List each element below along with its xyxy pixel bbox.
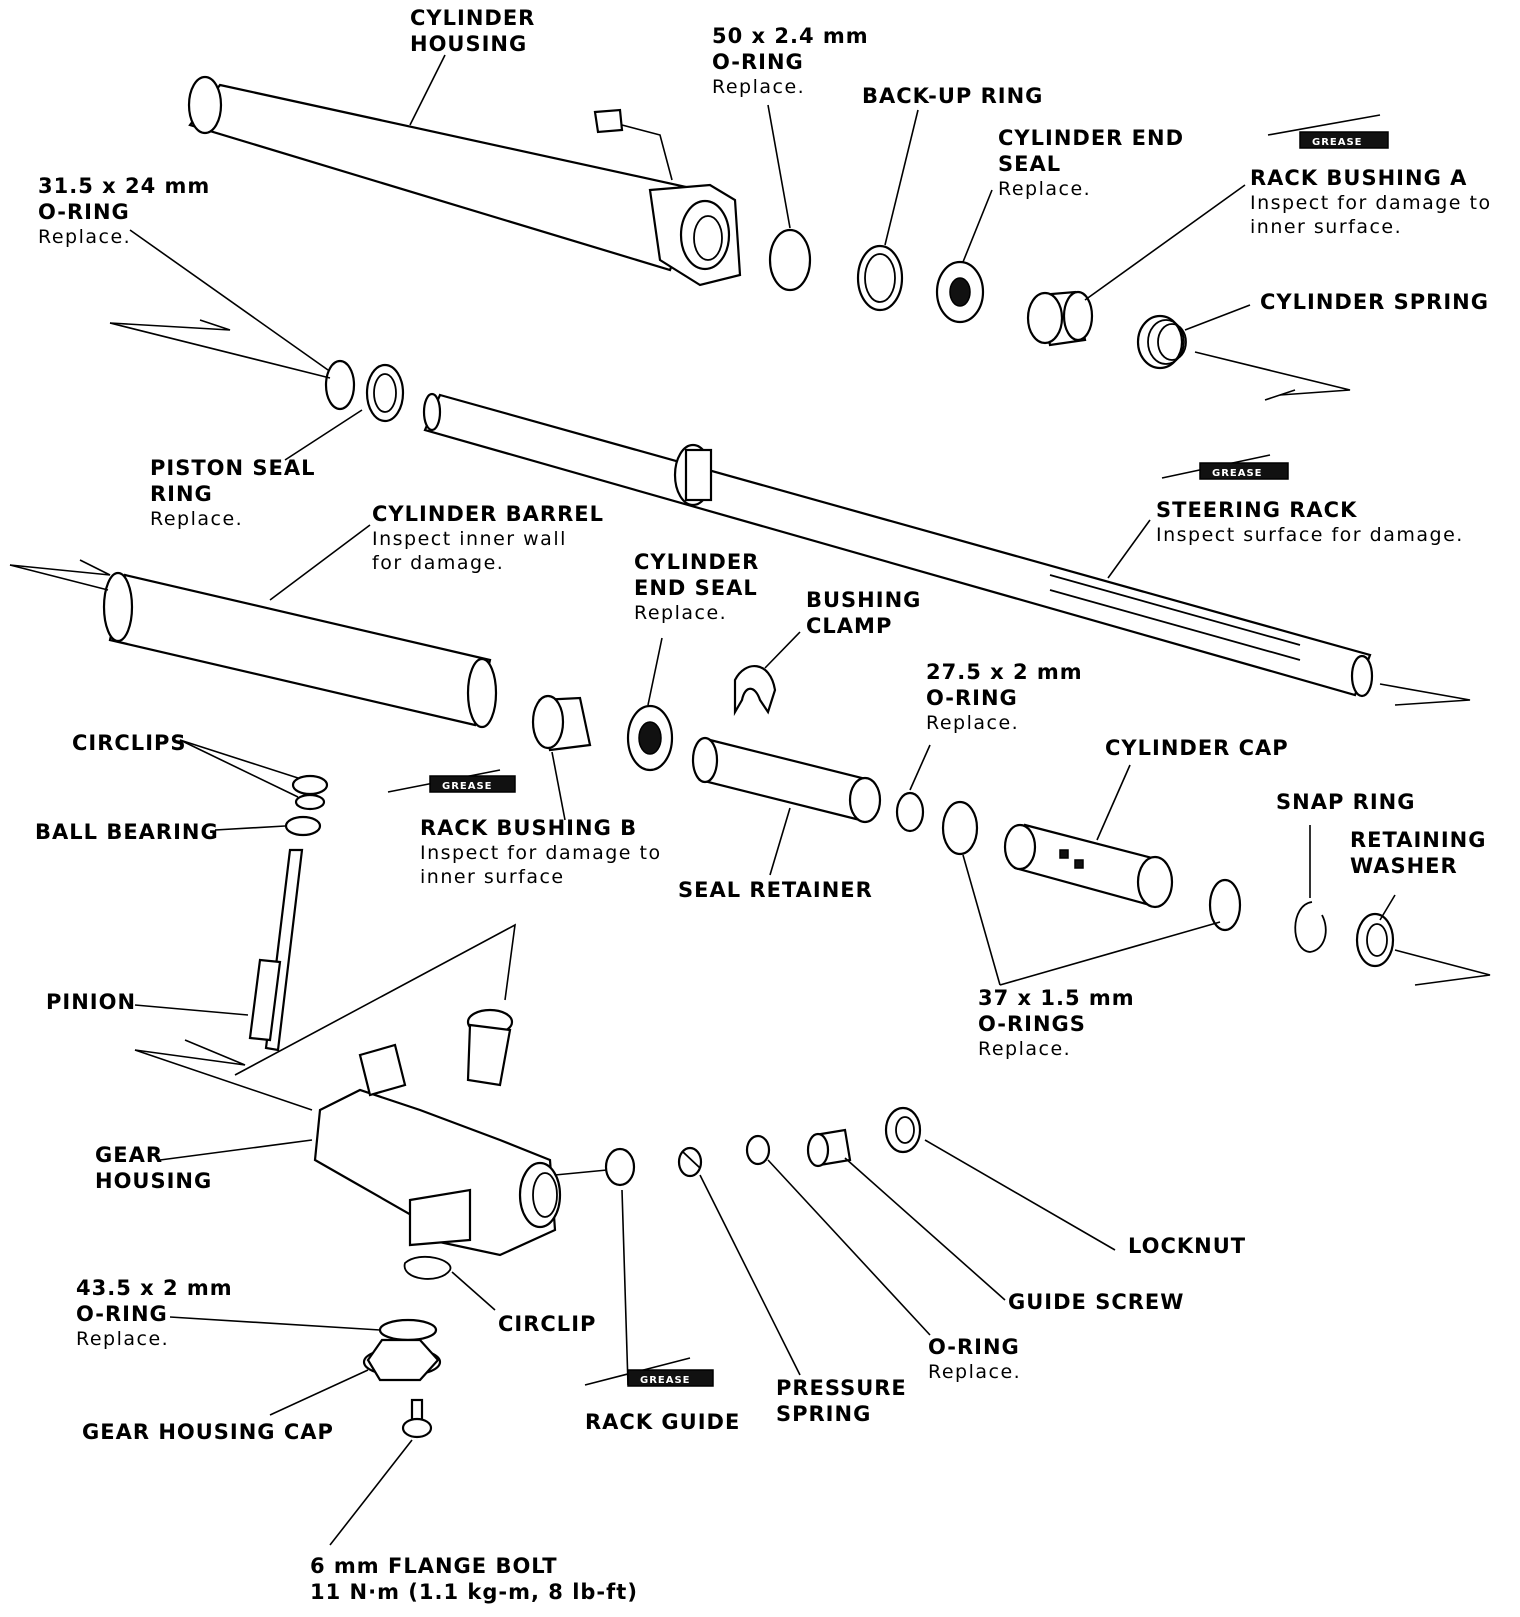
label-guide-screw: GUIDE SCREW	[1008, 1290, 1185, 1314]
oring-27-part	[895, 791, 925, 833]
cylinder-spring-part	[1136, 314, 1187, 370]
label-steering-rack: STEERING RACK Inspect surface for damage…	[1156, 498, 1464, 546]
label-oring-31: 31.5 x 24 mm O-RING Replace.	[38, 174, 211, 248]
label-oring-43: 43.5 x 2 mm O-RING Replace.	[76, 1276, 233, 1350]
ball-bearing-part	[284, 815, 322, 837]
gear-housing-cap-part	[362, 1338, 442, 1382]
circlip-b-part	[294, 793, 326, 811]
label-circlip: CIRCLIP	[498, 1312, 597, 1336]
label-gear-housing: GEAR HOUSING	[95, 1143, 213, 1193]
flange-bolt-part	[401, 1398, 433, 1439]
grease-tag-rack-guide: GREASE	[584, 1357, 714, 1387]
snap-ring-part	[1294, 901, 1327, 953]
piston-seal-ring-part	[365, 363, 405, 423]
label-cylinder-end-seal-top: CYLINDER END SEAL Replace.	[998, 126, 1184, 200]
cylinder-end-seal-top-part	[935, 260, 985, 324]
svg-text:GREASE: GREASE	[1312, 137, 1363, 148]
label-piston-seal-ring: PISTON SEAL RING Replace.	[150, 456, 316, 530]
leader-lines	[129, 54, 1396, 1546]
label-cylinder-spring: CYLINDER SPRING	[1260, 290, 1489, 314]
pinion-part	[248, 848, 304, 1052]
valve-part	[466, 1008, 514, 1087]
cylinder-end-seal-mid-part	[626, 704, 674, 772]
label-pinion: PINION	[46, 990, 137, 1014]
label-rack-guide: RACK GUIDE	[585, 1410, 741, 1434]
oring-43-part	[378, 1318, 438, 1342]
grease-tag-steering-rack: GREASE	[1161, 454, 1289, 480]
label-cylinder-cap: CYLINDER CAP	[1105, 736, 1289, 760]
oring-50-part	[768, 228, 812, 292]
locknut-part	[884, 1106, 922, 1154]
label-cylinder-barrel: CYLINDER BARREL Inspect inner wall for d…	[372, 502, 604, 574]
label-rack-bushing-b: RACK BUSHING B Inspect for damage to inn…	[420, 816, 662, 888]
label-cylinder-end-seal-mid: CYLINDER END SEAL Replace.	[634, 550, 760, 624]
label-oring-37: 37 x 1.5 mm O-RINGS Replace.	[978, 986, 1135, 1060]
seal-retainer-part	[691, 736, 882, 824]
label-circlips: CIRCLIPS	[72, 731, 187, 755]
grease-tag-rack-bushing-a: GREASE	[1267, 114, 1389, 149]
cylinder-cap-part	[1003, 823, 1174, 909]
pressure-spring-part	[677, 1146, 703, 1178]
svg-text:GREASE: GREASE	[640, 1375, 691, 1386]
bushing-clamp-part	[733, 664, 777, 717]
oring-37a-part	[941, 800, 979, 856]
retaining-washer-part	[1355, 912, 1395, 968]
label-cylinder-housing: CYLINDER HOUSING	[410, 6, 536, 56]
label-ball-bearing: BALL BEARING	[35, 820, 219, 844]
steering-rack-part	[422, 392, 1471, 706]
label-oring-small: O-RING Replace.	[928, 1335, 1022, 1383]
label-rack-bushing-a: RACK BUSHING A Inspect for damage to inn…	[1250, 166, 1492, 238]
label-oring-50: 50 x 2.4 mm O-RING Replace.	[712, 24, 869, 98]
label-gear-housing-cap: GEAR HOUSING CAP	[82, 1420, 334, 1444]
label-locknut: LOCKNUT	[1128, 1234, 1247, 1258]
oring-37b-part	[1208, 878, 1242, 932]
cylinder-barrel-part	[9, 559, 498, 729]
circlip-a-part	[291, 774, 329, 796]
label-bushing-clamp: BUSHING CLAMP	[806, 588, 922, 638]
rack-bushing-b-part	[531, 694, 592, 752]
label-retaining-washer: RETAINING WASHER	[1350, 828, 1487, 878]
label-oring-27: 27.5 x 2 mm O-RING Replace.	[926, 660, 1083, 734]
cylinder-housing-part	[187, 75, 742, 287]
oring-31-part	[324, 359, 356, 411]
circlip-bottom-part	[403, 1255, 452, 1280]
label-seal-retainer: SEAL RETAINER	[678, 878, 873, 902]
rack-bushing-a-part	[1026, 290, 1094, 347]
svg-text:GREASE: GREASE	[1212, 468, 1263, 479]
guide-screw-part	[806, 1128, 852, 1168]
svg-text:GREASE: GREASE	[442, 781, 493, 792]
grease-tag-rack-bushing-b: GREASE	[387, 769, 516, 793]
label-pressure-spring: PRESSURE SPRING	[776, 1376, 907, 1426]
rack-guide-part	[604, 1147, 636, 1187]
oring-small-part	[745, 1134, 771, 1166]
label-flange-bolt: 6 mm FLANGE BOLT 11 N·m (1.1 kg-m, 8 lb-…	[310, 1554, 638, 1604]
label-backup-ring: BACK-UP RING	[862, 84, 1044, 108]
gear-housing-part	[313, 1043, 562, 1257]
label-snap-ring: SNAP RING	[1276, 790, 1416, 814]
